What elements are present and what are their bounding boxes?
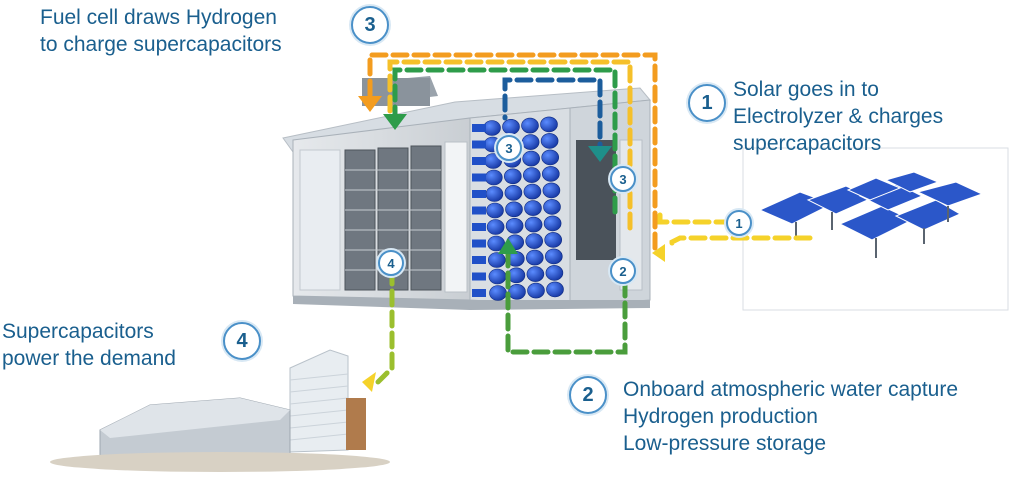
caption-step1: Solar goes in to Electrolyzer & charges …	[733, 76, 943, 157]
tank-cap	[521, 134, 540, 150]
tank-cap	[543, 199, 561, 215]
tank-side	[472, 272, 486, 281]
arrow-solar-electrolyzer	[657, 207, 733, 225]
tank-cap	[484, 169, 503, 186]
tank-side	[472, 173, 486, 182]
tank-cap	[524, 200, 542, 216]
step3-badge: 3	[351, 6, 389, 44]
step1-badge: 1	[688, 84, 726, 122]
tank-cap	[540, 133, 559, 149]
tank-cap	[486, 202, 504, 219]
tank-side	[472, 140, 486, 149]
tank-cap	[483, 120, 501, 136]
tank-cap	[527, 282, 545, 299]
building-icon	[50, 349, 390, 472]
tank-cap	[541, 166, 560, 182]
tanks-step3-badge: 3	[496, 135, 522, 161]
tank-cap	[486, 219, 505, 235]
tank-side	[472, 289, 486, 297]
solar-panel-array-icon	[742, 147, 1009, 311]
tank-cap	[502, 119, 520, 135]
step2-badge: 2	[569, 376, 607, 414]
caption-step4: Supercapacitors power the demand	[2, 318, 176, 372]
tank-cap	[525, 233, 544, 249]
tank-cap	[525, 249, 544, 266]
tank-cap	[522, 167, 541, 183]
right-step3-badge: 3	[610, 166, 636, 192]
caption-step2: Onboard atmospheric water capture Hydrog…	[623, 376, 958, 457]
tank-cap	[540, 116, 558, 133]
tank-cap	[543, 215, 562, 232]
tank-cap	[505, 201, 523, 218]
arrow-water-capture	[505, 249, 628, 355]
tank-cap	[541, 149, 560, 166]
tank-cap	[544, 248, 563, 265]
arrow-fuelcell-blue	[502, 77, 603, 161]
tank-side	[472, 157, 486, 165]
tank-cap	[503, 168, 522, 185]
hydrogen-tank-icon	[472, 116, 564, 301]
container-icon	[282, 76, 651, 310]
tank-cap	[485, 186, 504, 202]
tank-side	[472, 190, 486, 198]
tank-side	[472, 124, 486, 132]
tank-side	[472, 256, 486, 264]
arrow-fuelcell-green	[392, 67, 618, 215]
caption-step1-line3: supercapacitors	[733, 132, 882, 155]
tank-side	[472, 239, 486, 248]
caption-step2-line3: Low-pressure storage	[623, 432, 827, 455]
tank-cap	[526, 266, 545, 282]
caption-step4-line1: Supercapacitors	[2, 320, 154, 343]
caption-step4-line2: power the demand	[2, 347, 176, 370]
tank-cap	[521, 117, 539, 134]
demand-step4-badge: 4	[378, 250, 404, 276]
caption-step1-line2: Electrolyzer & charges	[733, 105, 944, 128]
tank-cap	[487, 252, 506, 268]
arrow-solar-in	[669, 235, 813, 253]
water-step2-badge: 2	[610, 258, 636, 284]
tank-side	[472, 206, 486, 215]
tank-cap	[522, 150, 541, 167]
solar-step1-badge: 1	[726, 210, 752, 236]
tank-cap	[504, 185, 523, 201]
caption-step3: Fuel cell draws Hydrogen to charge super…	[40, 4, 282, 58]
tank-cap	[488, 268, 507, 285]
caption-step2-line2: Hydrogen production	[623, 405, 818, 428]
caption-step3-line1: Fuel cell draws Hydrogen	[40, 6, 277, 29]
caption-step1-line1: Solar goes in to	[733, 78, 879, 101]
tank-side	[472, 223, 486, 231]
tank-cap	[508, 283, 526, 300]
tank-cap	[546, 281, 564, 298]
tank-cap	[545, 265, 564, 281]
arrow-demand	[375, 267, 395, 385]
arrow-fuelcell-mid	[387, 59, 633, 231]
tank-cap	[523, 183, 542, 200]
step4-badge: 4	[223, 322, 261, 360]
tank-cap	[524, 216, 543, 233]
tank-cap	[489, 285, 507, 301]
tank-cap	[542, 182, 561, 199]
tank-cap	[505, 218, 524, 234]
caption-step3-line2: to charge supercapacitors	[40, 33, 282, 56]
arrow-fuelcell-outer	[367, 52, 658, 251]
tank-cap	[544, 232, 563, 248]
caption-step2-line1: Onboard atmospheric water capture	[623, 378, 959, 401]
